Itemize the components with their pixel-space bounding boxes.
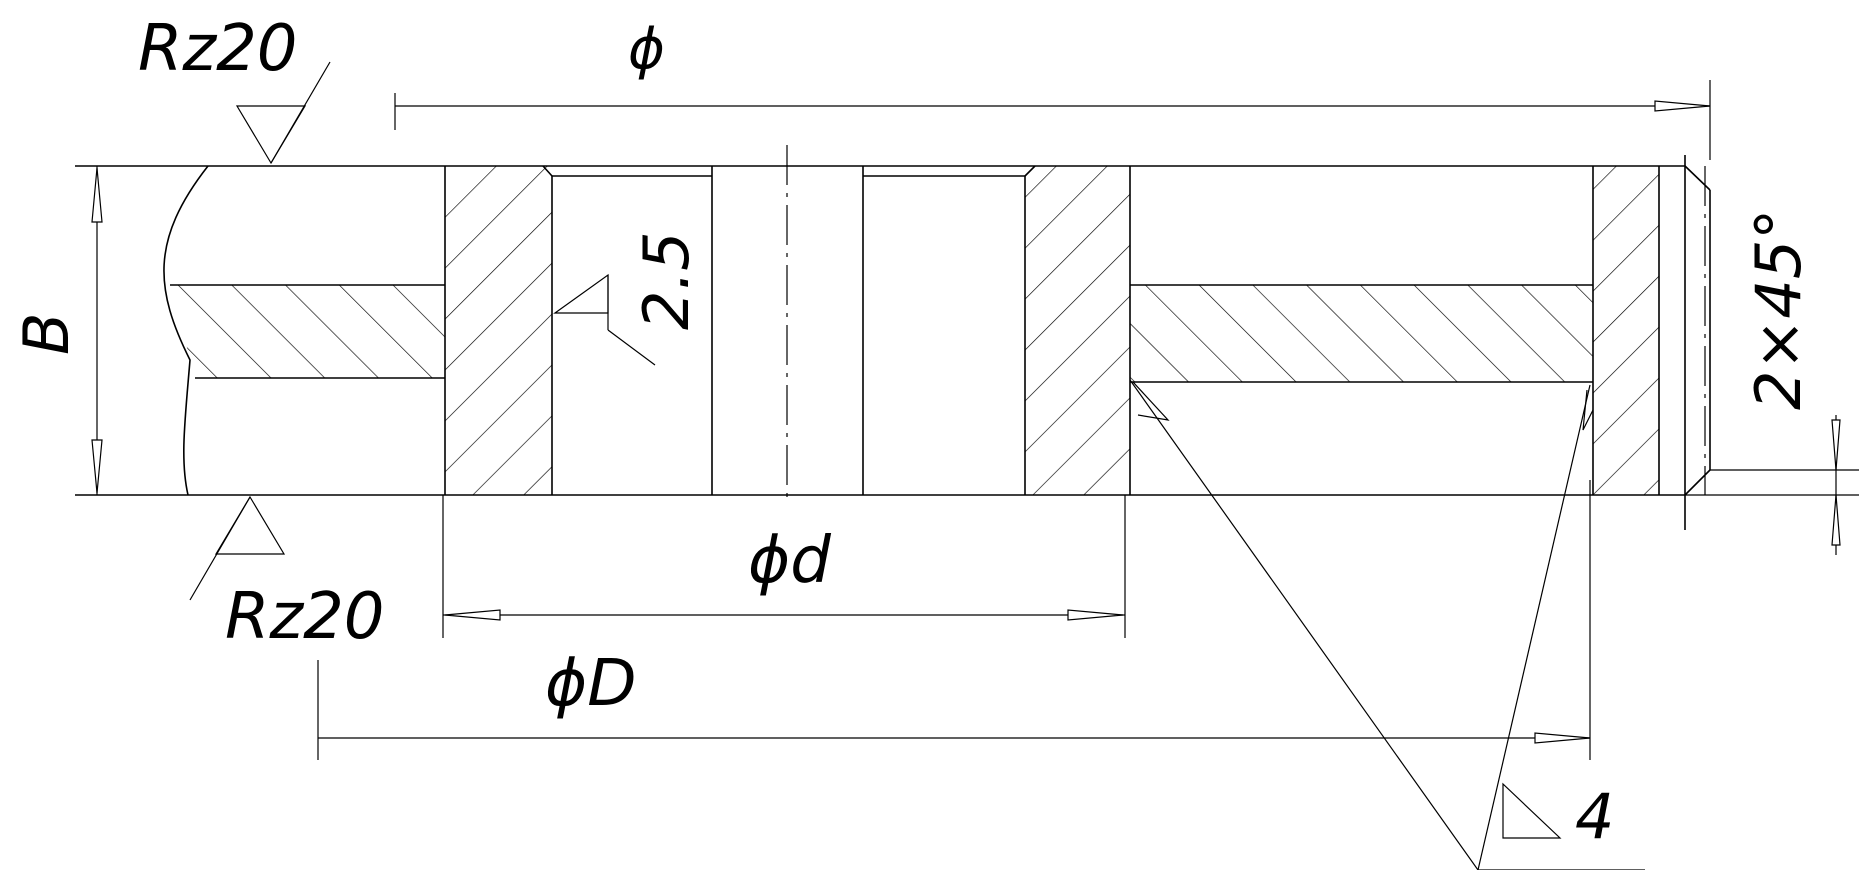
- roughness-2-5-label: 2.5: [630, 231, 703, 330]
- left-hub-section: [444, 165, 553, 495]
- bore: [552, 145, 1025, 505]
- dimension-phi-d: ϕd: [442, 495, 1126, 638]
- roughness-4-label: 4: [1575, 780, 1614, 853]
- dimension-phi-D: ϕD: [317, 480, 1591, 760]
- b-width-label: B: [10, 312, 83, 355]
- roughness-4: 4: [1129, 379, 1645, 870]
- roughness-rz20-bottom: Rz20: [189, 495, 385, 654]
- dimension-b: B: [10, 166, 103, 495]
- phi-D-label: ϕD: [545, 647, 637, 721]
- rz20-bottom-label: Rz20: [225, 580, 385, 654]
- chamfer-label: 2×45°: [1742, 209, 1815, 410]
- roughness-2-5: 2.5: [553, 231, 703, 366]
- roughness-rz20-top: Rz20: [138, 12, 331, 165]
- dimension-phi-top: ϕ: [394, 17, 1711, 160]
- part-outline: [75, 165, 1685, 496]
- rz20-top-label: Rz20: [138, 12, 298, 86]
- right-hub-section: [1024, 165, 1131, 495]
- right-hatched-band: [1130, 284, 1593, 383]
- phi-top-label: ϕ: [628, 17, 665, 82]
- phi-d-label: ϕd: [748, 524, 831, 598]
- rim-section: [1592, 155, 1711, 530]
- dimension-chamfer: 2×45°: [1685, 209, 1859, 555]
- left-hatched-band: [170, 284, 445, 379]
